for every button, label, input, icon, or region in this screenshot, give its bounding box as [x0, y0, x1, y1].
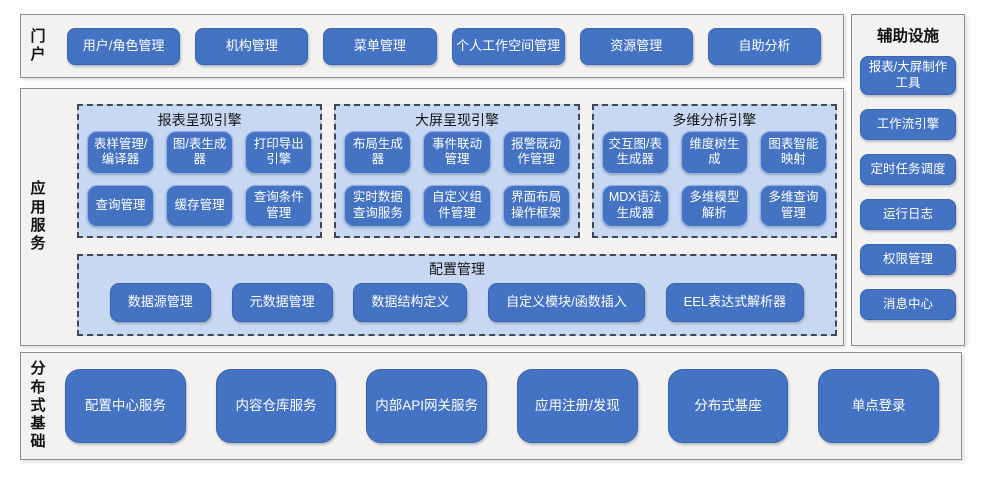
- found-node-sso: 单点登录: [818, 369, 940, 443]
- engine-node: 交互图/表生成器: [601, 131, 669, 174]
- engine-node: MDX语法生成器: [601, 184, 669, 227]
- config-node-metadata-mgmt: 元数据管理: [231, 283, 333, 322]
- portal-node-org-mgmt: 机构管理: [195, 27, 309, 65]
- engine-node: 图/表生成器: [166, 131, 234, 174]
- bigscreen-engine-panel: 大屏呈现引擎 布局生成器 事件联动管理 报警既动作管理 实时数据查询服务 自定义…: [334, 104, 580, 238]
- found-node-content-repo: 内容仓库服务: [215, 369, 337, 443]
- engine-node: 事件联动管理: [423, 131, 491, 174]
- portal-section: 门户 用户/角色管理 机构管理 菜单管理 个人工作空间管理 资源管理 自助分析: [20, 14, 844, 78]
- aux-node-scheduler: 定时任务调度: [860, 154, 956, 186]
- foundation-section: 分布式基础 配置中心服务 内容仓库服务 内部API网关服务 应用注册/发现 分布…: [20, 352, 962, 460]
- foundation-label: 分布式基础: [30, 360, 46, 451]
- portal-label: 门户: [30, 27, 46, 63]
- engine-node: 查询条件管理: [245, 184, 313, 227]
- report-engine-title: 报表呈现引擎: [157, 112, 242, 128]
- olap-engine-panel: 多维分析引擎 交互图/表生成器 维度树生成 图表智能映射 MDX语法生成器 多维…: [591, 104, 837, 238]
- engine-node: 查询管理: [87, 184, 155, 227]
- engine-node: 多维查询管理: [759, 184, 827, 227]
- config-node-datasource-mgmt: 数据源管理: [109, 283, 211, 322]
- portal-node-menu-mgmt: 菜单管理: [323, 27, 437, 65]
- aux-node-message-center: 消息中心: [860, 289, 956, 321]
- config-node-eel-parser: EEL表达式解析器: [665, 283, 805, 322]
- found-node-app-registry: 应用注册/发现: [517, 369, 638, 443]
- found-node-distributed-base: 分布式基座: [667, 369, 789, 443]
- olap-engine-title: 多维分析引擎: [672, 112, 757, 128]
- auxiliary-column: 报表/大屏制作工具 工作流引擎 定时任务调度 运行日志 权限管理 消息中心: [852, 56, 964, 321]
- olap-engine-grid: 交互图/表生成器 维度树生成 图表智能映射 MDX语法生成器 多维模型解析 多维…: [601, 131, 827, 227]
- foundation-label-column: 分布式基础: [21, 353, 55, 459]
- portal-row: 用户/角色管理 机构管理 菜单管理 个人工作空间管理 资源管理 自助分析: [55, 15, 843, 77]
- config-mgmt-panel: 配置管理 数据源管理 元数据管理 数据结构定义 自定义模块/函数插入 EEL表达…: [77, 254, 837, 336]
- report-engine-grid: 表样管理/编译器 图/表生成器 打印导出引擎 查询管理 缓存管理 查询条件管理: [87, 131, 313, 227]
- engine-node: 自定义组件管理: [423, 184, 491, 227]
- aux-node-permission-mgmt: 权限管理: [860, 244, 956, 276]
- foundation-row: 配置中心服务 内容仓库服务 内部API网关服务 应用注册/发现 分布式基座 单点…: [55, 353, 961, 459]
- app-services-label: 应用服务: [30, 180, 46, 253]
- engine-node: 打印导出引擎: [245, 131, 313, 174]
- portal-node-workspace-mgmt: 个人工作空间管理: [451, 27, 565, 65]
- config-node-custom-module: 自定义模块/函数插入: [488, 283, 645, 322]
- found-node-api-gateway: 内部API网关服务: [366, 369, 488, 443]
- app-services-label-column: 应用服务: [21, 89, 55, 345]
- report-engine-panel: 报表呈现引擎 表样管理/编译器 图/表生成器 打印导出引擎 查询管理 缓存管理 …: [77, 104, 323, 238]
- bigscreen-engine-title: 大屏呈现引擎: [414, 112, 499, 128]
- aux-node-run-log: 运行日志: [860, 199, 956, 231]
- auxiliary-title: 辅助设施: [876, 28, 939, 45]
- app-services-content: 报表呈现引擎 表样管理/编译器 图/表生成器 打印导出引擎 查询管理 缓存管理 …: [55, 89, 843, 345]
- app-services-section: 应用服务 报表呈现引擎 表样管理/编译器 图/表生成器 打印导出引擎 查询管理 …: [20, 88, 844, 346]
- engine-node: 多维模型解析: [680, 184, 748, 227]
- engine-panels-row: 报表呈现引擎 表样管理/编译器 图/表生成器 打印导出引擎 查询管理 缓存管理 …: [77, 104, 837, 238]
- found-node-config-center: 配置中心服务: [65, 369, 186, 443]
- portal-node-resource-mgmt: 资源管理: [579, 27, 693, 65]
- portal-node-user-role-mgmt: 用户/角色管理: [67, 27, 181, 65]
- auxiliary-section: 辅助设施 报表/大屏制作工具 工作流引擎 定时任务调度 运行日志 权限管理 消息…: [851, 14, 965, 346]
- engine-node: 实时数据查询服务: [344, 184, 412, 227]
- bigscreen-engine-grid: 布局生成器 事件联动管理 报警既动作管理 实时数据查询服务 自定义组件管理 界面…: [344, 131, 570, 227]
- portal-label-column: 门户: [21, 15, 55, 77]
- engine-node: 布局生成器: [344, 131, 412, 174]
- aux-node-report-bigscreen-tool: 报表/大屏制作工具: [860, 56, 956, 96]
- config-mgmt-row: 数据源管理 元数据管理 数据结构定义 自定义模块/函数插入 EEL表达式解析器: [89, 280, 825, 325]
- engine-node: 维度树生成: [680, 131, 748, 174]
- config-mgmt-title: 配置管理: [429, 261, 485, 277]
- engine-node: 界面布局操作框架: [502, 184, 570, 227]
- engine-node: 表样管理/编译器: [87, 131, 155, 174]
- aux-node-workflow-engine: 工作流引擎: [860, 109, 956, 141]
- config-node-data-structure: 数据结构定义: [353, 283, 468, 322]
- portal-node-self-analysis: 自助分析: [707, 27, 822, 65]
- engine-node: 缓存管理: [166, 184, 234, 227]
- engine-node: 图表智能映射: [759, 131, 827, 174]
- engine-node: 报警既动作管理: [502, 131, 570, 174]
